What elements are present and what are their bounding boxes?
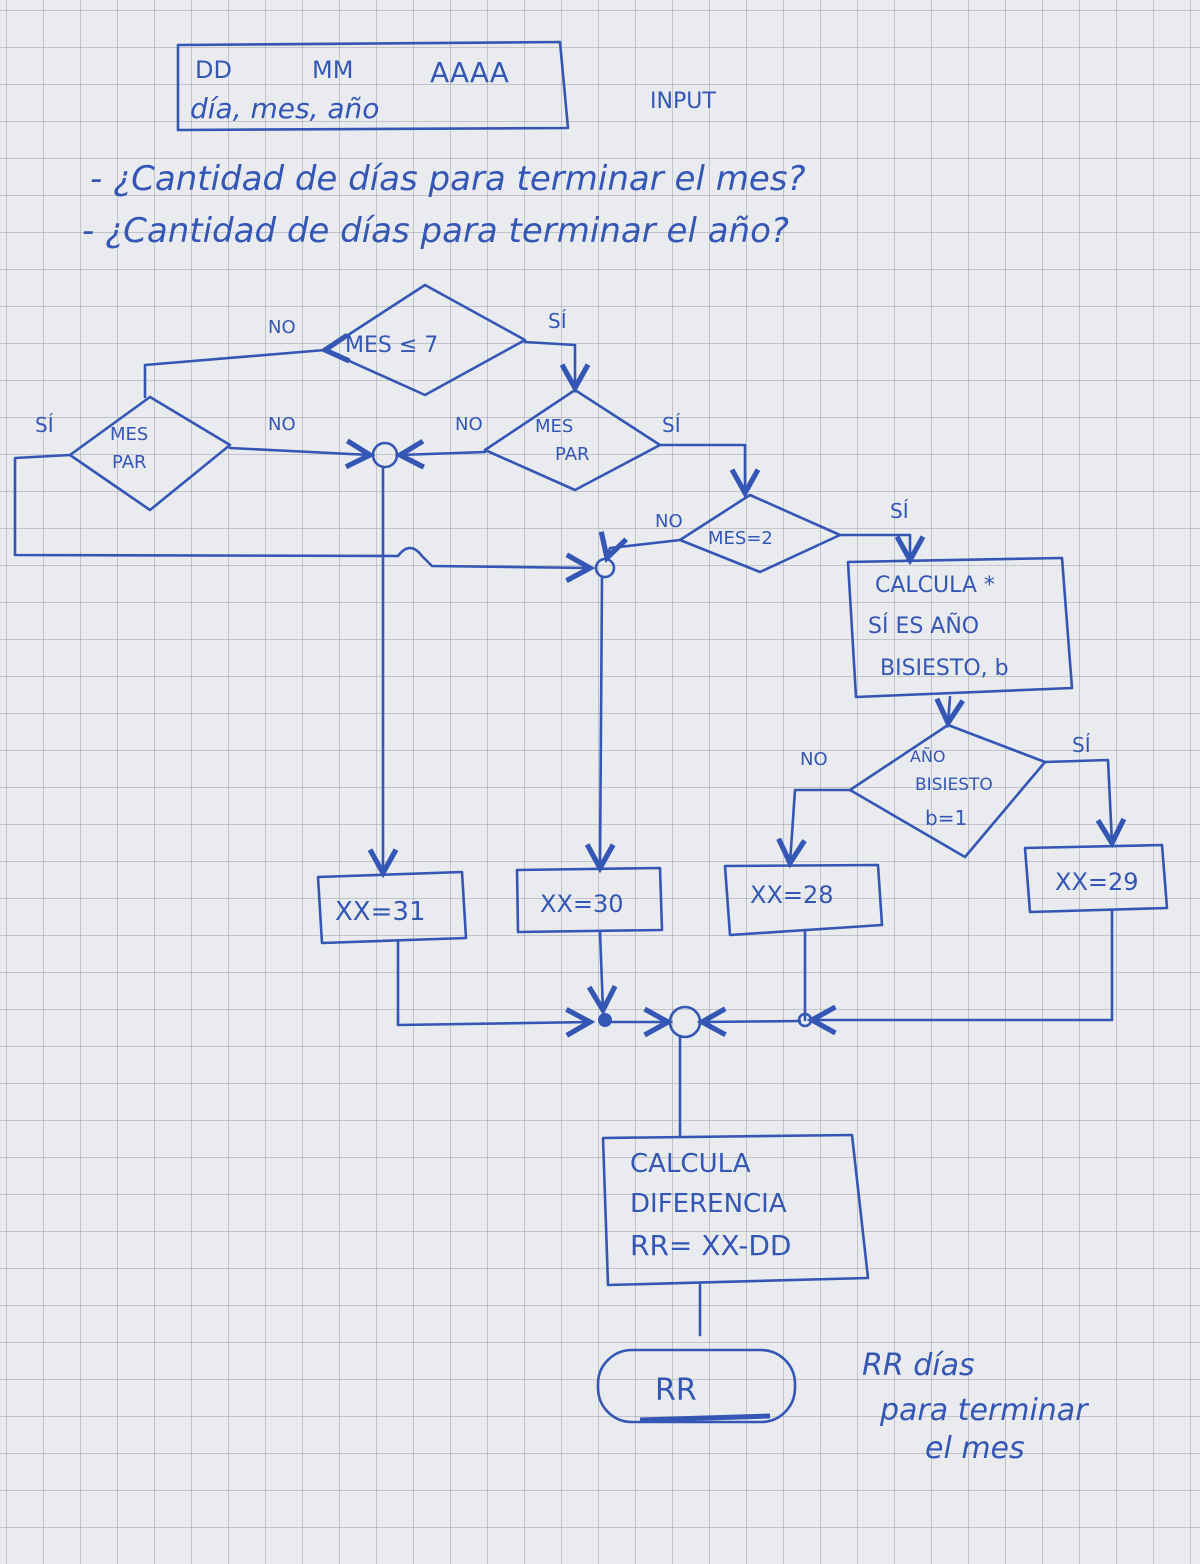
label-no: NO bbox=[268, 317, 296, 338]
input-meaning: día, mes, año bbox=[190, 92, 379, 125]
svg-text:PAR: PAR bbox=[112, 452, 147, 473]
input-box: DD MM AAAA día, mes, año bbox=[176, 40, 570, 132]
note-line-2: para terminar bbox=[879, 1393, 1089, 1428]
junction-b bbox=[594, 557, 616, 579]
svg-text:AÑO: AÑO bbox=[910, 747, 946, 766]
svg-text:RR= XX-DD: RR= XX-DD bbox=[630, 1229, 791, 1262]
process-xx31: XX=31 bbox=[316, 870, 468, 945]
terminal-rr: RR bbox=[596, 1348, 797, 1424]
svg-text:MES ≤ 7: MES ≤ 7 bbox=[345, 333, 438, 358]
svg-text:b=1: b=1 bbox=[925, 806, 967, 830]
process-calcula-diferencia: CALCULA DIFERENCIA RR= XX-DD bbox=[601, 1133, 870, 1287]
label-no: NO bbox=[455, 414, 483, 435]
label-si: SÍ bbox=[662, 413, 681, 437]
junction-c bbox=[668, 1005, 702, 1039]
svg-text:XX=28: XX=28 bbox=[750, 881, 834, 909]
svg-text:MES: MES bbox=[110, 424, 148, 445]
label-si: SÍ bbox=[35, 413, 54, 437]
svg-text:PAR: PAR bbox=[555, 444, 590, 465]
decision-mes-le-7: MES ≤ 7 bbox=[323, 283, 527, 397]
input-code-aaaa: AAAA bbox=[430, 56, 509, 89]
svg-text:DIFERENCIA: DIFERENCIA bbox=[630, 1189, 787, 1219]
junction-a bbox=[371, 441, 399, 469]
decision-mes-eq-2: MES=2 bbox=[678, 493, 842, 574]
label-si: SÍ bbox=[1072, 733, 1091, 757]
svg-text:XX=31: XX=31 bbox=[335, 897, 426, 927]
question-year: - ¿Cantidad de días para terminar el año… bbox=[82, 211, 789, 251]
label-no: NO bbox=[268, 414, 296, 435]
process-calcula-bisiesto: CALCULA * SÍ ES AÑO BISIESTO, b bbox=[846, 556, 1074, 699]
decision-anio-bisiesto: AÑO BISIESTO b=1 bbox=[848, 723, 1047, 859]
label-no: NO bbox=[800, 749, 828, 770]
process-xx28: XX=28 bbox=[723, 863, 884, 937]
decision-mes-par-left: MES PAR bbox=[68, 395, 232, 512]
junction-dot bbox=[598, 1013, 612, 1027]
label-si: SÍ bbox=[548, 309, 567, 333]
svg-text:CALCULA *: CALCULA * bbox=[875, 573, 995, 598]
svg-text:RR: RR bbox=[655, 1373, 697, 1408]
svg-text:BISIESTO: BISIESTO bbox=[915, 775, 993, 795]
svg-text:MES: MES bbox=[535, 416, 573, 437]
svg-text:MES=2: MES=2 bbox=[708, 528, 773, 549]
input-label: INPUT bbox=[650, 89, 716, 114]
note-line-1: RR días bbox=[862, 1348, 975, 1383]
label-no: NO bbox=[655, 511, 683, 532]
input-code-mm: MM bbox=[312, 56, 353, 84]
input-code-dd: DD bbox=[195, 56, 232, 84]
question-month: - ¿Cantidad de días para terminar el mes… bbox=[90, 159, 806, 199]
process-xx29: XX=29 bbox=[1023, 843, 1169, 914]
svg-text:SÍ ES AÑO: SÍ ES AÑO bbox=[868, 612, 979, 639]
svg-text:XX=30: XX=30 bbox=[540, 890, 624, 918]
process-xx30: XX=30 bbox=[515, 866, 664, 934]
svg-text:BISIESTO, b: BISIESTO, b bbox=[880, 656, 1009, 681]
note-line-3: el mes bbox=[925, 1431, 1025, 1466]
label-si: SÍ bbox=[890, 499, 909, 523]
decision-mes-par-right: MES PAR bbox=[483, 388, 662, 492]
svg-text:XX=29: XX=29 bbox=[1055, 868, 1139, 896]
svg-text:CALCULA: CALCULA bbox=[630, 1149, 751, 1179]
